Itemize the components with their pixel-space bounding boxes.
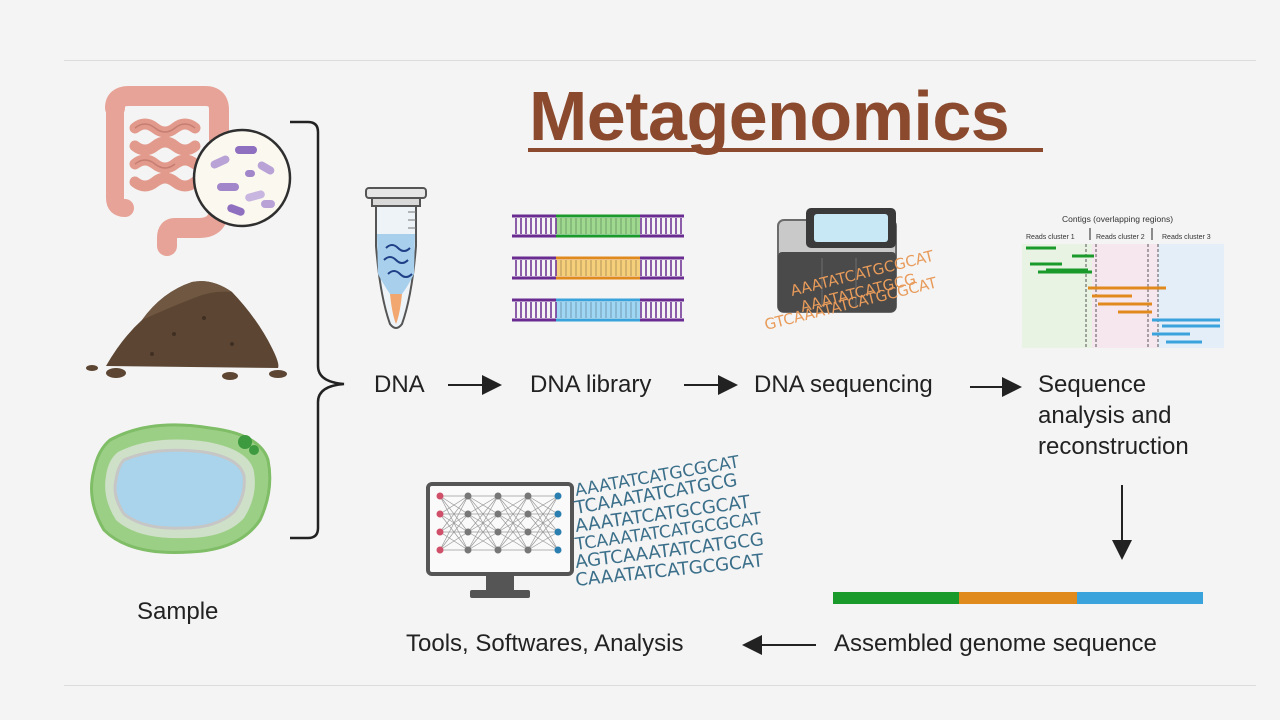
contigs-panel: Contigs (overlapping regions) Reads clus… [1022,214,1224,348]
nn-node [524,546,532,554]
soil-icon [86,281,287,380]
nn-node [464,492,472,500]
title-underline [528,148,1043,152]
nn-node [464,546,472,554]
pond-icon [90,423,272,554]
nn-node [494,528,502,536]
nn-node [436,510,444,518]
reads-cluster-2-label: Reads cluster 2 [1096,234,1145,241]
nn-node [494,510,502,518]
sample-label: Sample [137,598,219,625]
assembled-genome-bar [833,592,1203,604]
step-assembled-genome: Assembled genome sequence [834,630,1157,657]
nn-node [494,492,502,500]
dna-library-icon [512,214,684,322]
bottom-divider [64,685,1256,686]
step-dna: DNA [374,371,425,398]
nn-node [554,546,562,554]
step-analysis-line-1: Sequence [1038,371,1147,398]
page-title: Metagenomics [529,77,1010,155]
sequencer-icon: AAATATCATGCGCAT AAATATCATGCG GTCAAATATCA… [763,208,939,334]
reads-cluster-3-label: Reads cluster 3 [1162,234,1211,241]
step-tools: Tools, Softwares, Analysis [406,630,684,657]
neural-network-monitor-icon: AAATATCATGCGCAT TCAAATATCATGCG AAATATCAT… [426,452,765,598]
top-divider [64,60,1256,61]
step-dna-sequencing: DNA sequencing [754,371,933,398]
nn-node [554,528,562,536]
nn-node [554,510,562,518]
nn-node [524,510,532,518]
nn-node [464,528,472,536]
contigs-header: Contigs (overlapping regions) [1062,214,1173,224]
nn-node [494,546,502,554]
step-analysis-line-3: reconstruction [1038,433,1189,460]
nn-node [524,528,532,536]
step-analysis-line-2: analysis and [1038,402,1172,429]
reads-cluster-1-label: Reads cluster 1 [1026,234,1075,241]
step-dna-library: DNA library [530,371,652,398]
nn-node [464,510,472,518]
nn-node [524,492,532,500]
intestine-icon [105,86,292,256]
dna-tube-icon [365,187,427,329]
nn-node [436,492,444,500]
nn-node [436,528,444,536]
sample-brace [290,120,345,540]
nn-node [436,546,444,554]
nn-node [554,492,562,500]
